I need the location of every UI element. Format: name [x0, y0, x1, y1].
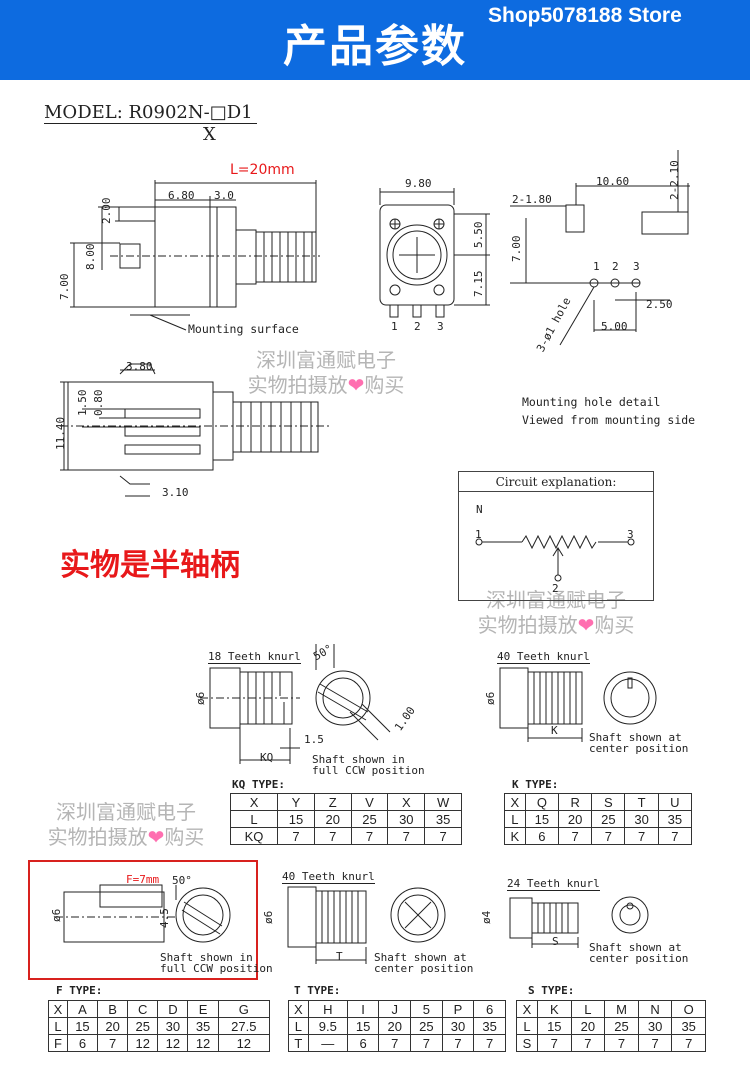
shaft-length-label: L=20mm — [230, 162, 295, 178]
dim-7-15: 7.15 — [472, 270, 485, 298]
kq-table-caption: KQ TYPE: — [232, 778, 285, 791]
kq-dia: ø6 — [194, 691, 207, 705]
s-s-label: S — [552, 935, 559, 948]
watermark-1: 深圳富通赋电子 实物拍摄放❤购买 — [247, 348, 405, 397]
kq-dim-1-5: 1.5 — [304, 733, 324, 746]
dim-7-00: 7.00 — [58, 273, 71, 301]
dim-2-1-80: 2-1.80 — [512, 193, 552, 206]
f-angle: 50° — [172, 874, 192, 887]
s-table-caption: S TYPE: — [528, 984, 575, 997]
half-shaft-highlight — [28, 860, 258, 980]
dim-2-00: 2.00 — [100, 197, 113, 225]
mount-slot-left — [565, 204, 585, 233]
dim-7-00b: 7.00 — [510, 235, 523, 263]
mounting-note-1: Mounting hole detail — [522, 395, 661, 409]
hole-pin-3: 3 — [633, 260, 640, 273]
k-k-label: K — [551, 724, 558, 737]
header-banner — [0, 0, 750, 80]
dim-3-0: 3.0 — [214, 189, 234, 202]
t-dia: ø6 — [262, 910, 275, 924]
mount-slot-right — [641, 211, 689, 235]
front-pin-3: 3 — [437, 320, 444, 333]
circuit-pin-1: 1 — [475, 528, 482, 541]
dim-9-80: 9.80 — [405, 177, 432, 190]
kq-knurl-label: 18 Teeth knurl — [208, 650, 301, 664]
circuit-n: N — [476, 503, 483, 516]
k-knurl-label: 40 Teeth knurl — [497, 650, 590, 664]
f-dim-4-5: 4.5 — [158, 908, 171, 928]
f-dia: ø6 — [50, 908, 63, 922]
dim-11-40: 11.40 — [54, 416, 67, 450]
dim-5-50: 5.50 — [472, 221, 485, 249]
mounting-surface-label: Mounting surface — [188, 322, 299, 336]
dim-10-60: 10.60 — [596, 175, 630, 188]
k-table-caption: K TYPE: — [512, 778, 559, 791]
hole-pin-1: 1 — [593, 260, 600, 273]
dim-0-80: 0.80 — [92, 389, 105, 417]
side-shaft — [255, 231, 317, 283]
circuit-box: Circuit explanation: — [458, 471, 654, 601]
dim-5-00: 5.00 — [601, 320, 628, 333]
f-flat-label: F=7mm — [126, 873, 160, 886]
t-knurl-label: 40 Teeth knurl — [282, 870, 375, 884]
side-body — [154, 206, 218, 308]
model-sub: X — [203, 124, 216, 145]
t-t-label: T — [336, 950, 343, 963]
store-name[interactable]: Shop5078188 Store — [488, 4, 682, 27]
front-pin-1: 1 — [391, 320, 398, 333]
kq-kq-label: KQ — [260, 751, 274, 764]
watermark-3: 深圳富通赋电子 实物拍摄放❤购买 — [47, 800, 205, 849]
mounting-note-2: Viewed from mounting side — [522, 413, 696, 427]
dim-1-50: 1.50 — [76, 389, 89, 417]
dim-2-50: 2.50 — [646, 298, 673, 311]
circuit-title: Circuit explanation: — [459, 472, 653, 492]
circuit-pin-2: 2 — [552, 582, 559, 595]
k-dia: ø6 — [484, 691, 497, 705]
dim-2-2-10: 2-2.10 — [668, 160, 681, 200]
s-dia: ø4 — [480, 910, 493, 924]
model-label: MODEL: R0902N-□D1 — [44, 102, 257, 124]
s-knurl-label: 24 Teeth knurl — [507, 877, 600, 891]
hole-pin-2: 2 — [612, 260, 619, 273]
dim-8-00: 8.00 — [84, 243, 97, 271]
dim-6-80: 6.80 — [168, 189, 195, 202]
circuit-pin-3: 3 — [627, 528, 634, 541]
dim-3-80: 3.80 — [126, 360, 153, 373]
page-title: 产品参数 — [283, 21, 467, 72]
t-table-caption: T TYPE: — [294, 984, 341, 997]
f-table-caption: F TYPE: — [56, 984, 103, 997]
red-note: 实物是半轴柄 — [60, 548, 240, 583]
dim-3-10: 3.10 — [162, 486, 189, 499]
front-pin-2: 2 — [414, 320, 421, 333]
